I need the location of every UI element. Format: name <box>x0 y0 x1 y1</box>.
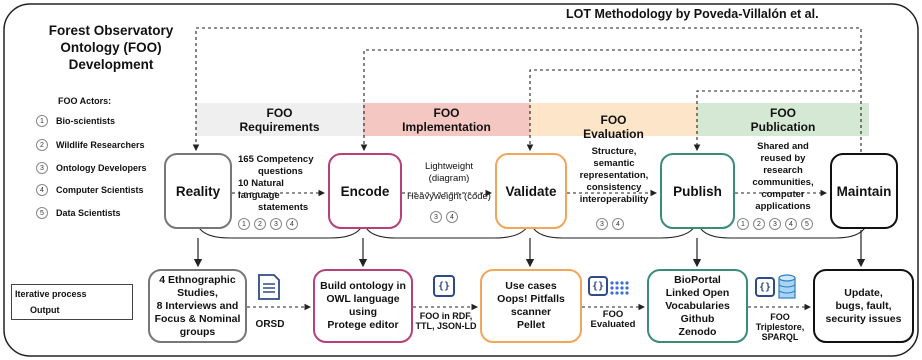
band-implementation <box>363 103 530 136</box>
actor-item: 1 Bio-scientists <box>36 115 115 127</box>
publication-actors: 1 2 3 4 5 <box>737 218 813 230</box>
stage-publish: Publish <box>660 153 735 229</box>
title-line-2: Ontology (FOO) <box>60 40 162 55</box>
actor-item: 4 Computer Scientists <box>36 184 144 196</box>
loop-to-validate <box>526 69 861 152</box>
title-line-3: Development <box>68 57 154 72</box>
loop-to-publish <box>693 90 861 152</box>
bracket-implementation <box>364 225 529 239</box>
code-icon: {} <box>588 276 608 296</box>
implementation-actors: 3 4 <box>430 211 458 223</box>
band-evaluation <box>530 103 697 136</box>
actor-label: Wildlife Researchers <box>56 140 145 150</box>
orsd-label: ORSD <box>255 319 285 330</box>
publication-description: Shared and reused by research communitie… <box>752 141 814 212</box>
dot-grid-icon <box>610 281 629 295</box>
loop-to-reality <box>192 27 862 152</box>
code-icon: {} <box>755 277 775 297</box>
legend-iterative-label: Iterative process <box>15 289 87 299</box>
document-icon <box>258 274 280 300</box>
evaluation-description: Structure, semantic representation, cons… <box>579 146 649 205</box>
diagram-title: Forest Observatory Ontology (FOO) Develo… <box>36 22 186 73</box>
actors-title: FOO Actors: <box>58 96 112 106</box>
foo-formats-label: FOO in RDF,TTL, JSON-LD <box>415 311 477 331</box>
code-icon: {} <box>433 275 455 297</box>
bracket-publication <box>698 225 867 239</box>
actor-label: Ontology Developers <box>56 163 147 173</box>
methodology-label: LOT Methodology by Poveda-Villalón et al… <box>566 7 819 21</box>
actor-number: 2 <box>36 139 48 151</box>
outer-frame <box>3 3 919 357</box>
title-line-1: Forest Observatory <box>48 23 174 38</box>
output-maintain: Update,bugs, fault,security issues <box>813 269 914 343</box>
actor-label: Bio-scientists <box>56 116 116 126</box>
actor-label: Computer Scientists <box>56 185 144 195</box>
actor-number: 4 <box>36 184 48 196</box>
requirements-description: 165 Competency questions 10 Natural lang… <box>238 154 314 213</box>
actor-number: 5 <box>36 207 48 219</box>
band-publication <box>697 103 869 136</box>
stage-maintain: Maintain <box>830 153 898 229</box>
actor-number: 3 <box>36 162 48 174</box>
stage-validate: Validate <box>495 153 567 229</box>
actor-item: 3 Ontology Developers <box>36 162 147 174</box>
actor-item: 2 Wildlife Researchers <box>36 139 144 151</box>
evaluation-actors: 3 4 <box>596 218 624 230</box>
requirements-actors: 1 2 3 4 <box>238 218 298 230</box>
band-requirements <box>196 103 363 136</box>
actor-item: 5 Data Scientists <box>36 207 121 219</box>
stage-encode: Encode <box>328 153 402 229</box>
actor-label: Data Scientists <box>56 208 121 218</box>
database-icon <box>778 274 796 299</box>
stage-reality: Reality <box>164 153 232 229</box>
implementation-description: Lightweight (diagram) Heavyweight (code) <box>407 161 491 202</box>
bracket-requirements <box>197 225 363 239</box>
legend-output-label: Output <box>30 305 60 315</box>
legend: Iterative process Output <box>11 284 133 320</box>
bracket-evaluation <box>531 225 696 239</box>
actor-number: 1 <box>36 115 48 127</box>
